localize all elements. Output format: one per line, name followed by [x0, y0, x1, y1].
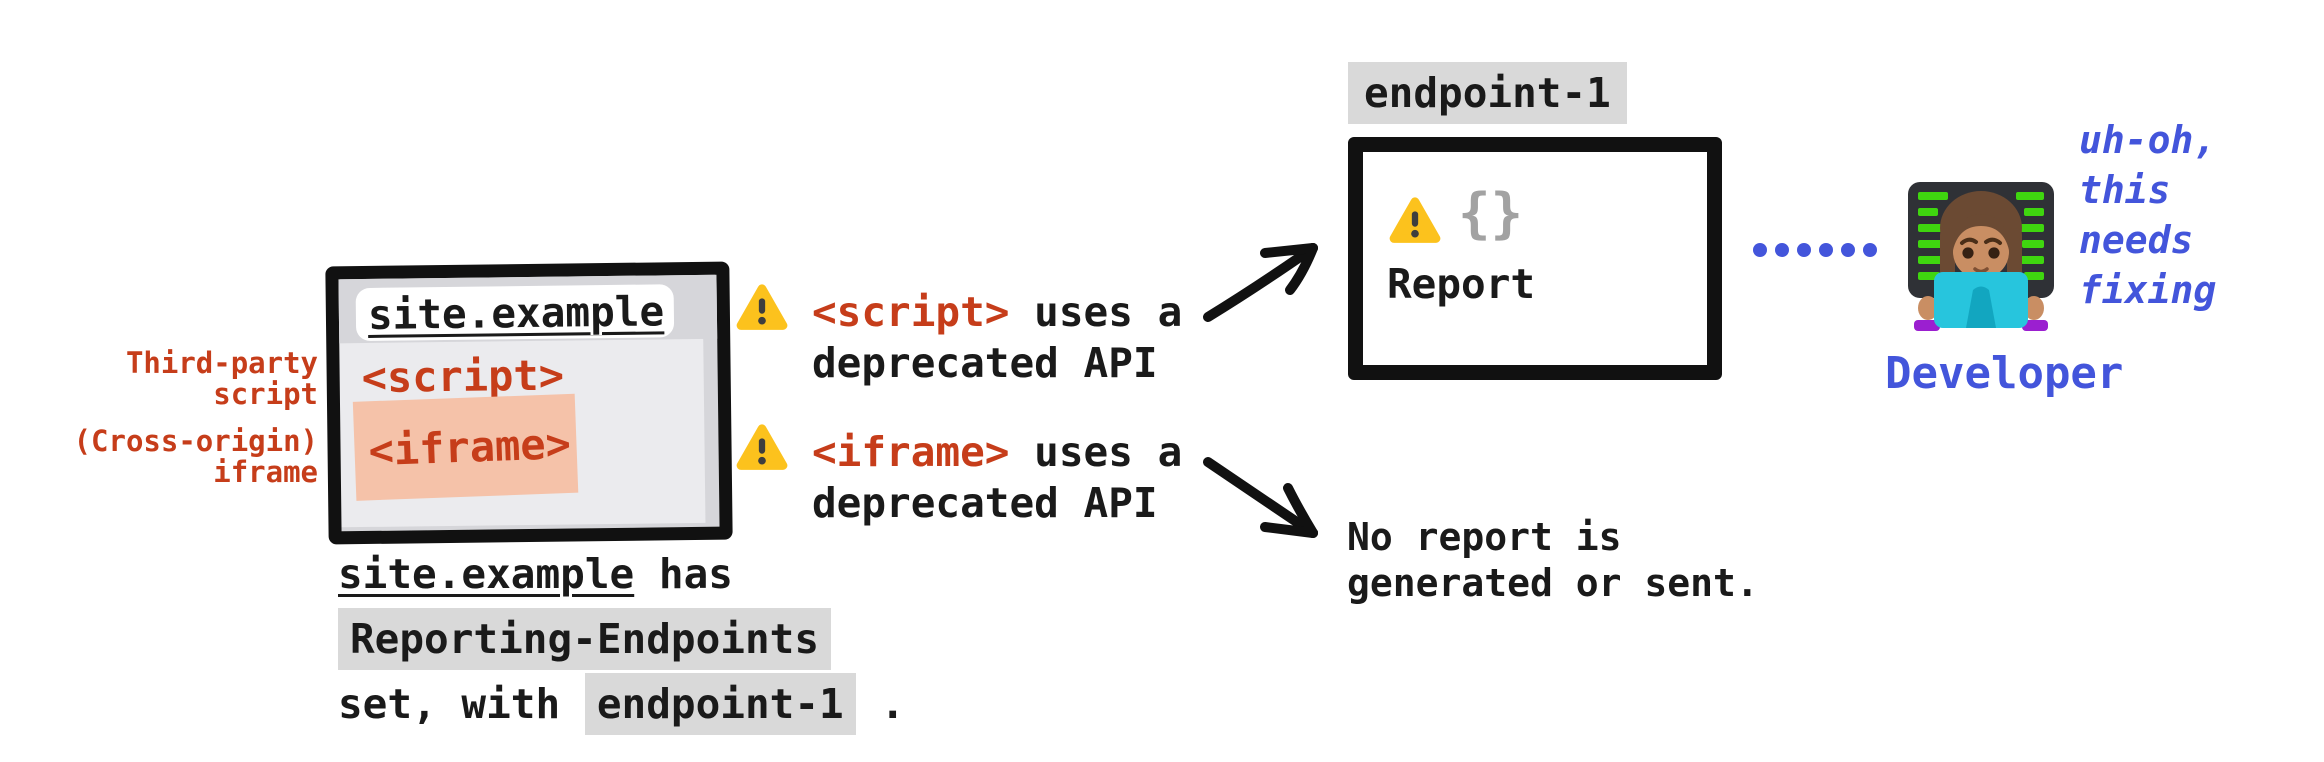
address-url: site.example	[367, 286, 665, 339]
caption-line-2: Reporting-Endpoints	[338, 607, 905, 672]
warning-icon	[736, 424, 788, 470]
report-label: Report	[1387, 260, 1536, 308]
cross-origin-iframe-label: (Cross-origin) iframe	[0, 426, 318, 488]
dot	[1863, 243, 1877, 257]
endpoint-label: endpoint-1	[1348, 62, 1627, 124]
arrow-to-no-report	[1203, 457, 1318, 538]
dot	[1841, 243, 1855, 257]
third-party-script-label: Third-party script	[0, 348, 318, 410]
caption-line-1: site.example has	[338, 550, 733, 598]
developer-label: Developer	[1885, 348, 2124, 399]
dotted-connector	[1753, 243, 1877, 257]
developer-thought: uh-oh, this needs fixing	[2079, 118, 2217, 312]
dot	[1775, 243, 1789, 257]
caption-line-3: set, with endpoint-1 .	[338, 672, 905, 737]
browser-header: site.example	[338, 274, 718, 344]
no-report-text: No report is generated or sent.	[1347, 515, 1759, 605]
dot	[1819, 243, 1833, 257]
browser-window: site.example <script> <iframe>	[325, 261, 733, 545]
script-deprecation-message: <script> uses a deprecated API	[734, 281, 1182, 389]
message-text: <script> uses a deprecated API	[812, 288, 1183, 387]
dot	[1753, 243, 1767, 257]
iframe-tag: <iframe>	[367, 418, 572, 476]
endpoint-1-highlight: endpoint-1	[584, 673, 856, 735]
arrow-to-endpoint	[1203, 243, 1318, 322]
side-label-line: script	[213, 377, 318, 411]
caption-site: site.example	[338, 550, 635, 598]
developer-emoji-icon	[1908, 182, 2054, 331]
reporting-endpoints-highlight: Reporting-Endpoints	[338, 608, 831, 670]
iframe-highlight-box: <iframe>	[352, 393, 579, 501]
dot	[1797, 243, 1811, 257]
endpoint-box: {} Report	[1348, 137, 1722, 380]
caption: site.example has Reporting-Endpoints set…	[338, 542, 905, 737]
address-bar: site.example	[355, 284, 675, 342]
report-json-icon: {}	[1458, 182, 1524, 245]
iframe-deprecation-message: <iframe> uses a deprecated API	[734, 421, 1182, 529]
side-label-line: Third-party	[125, 346, 318, 380]
warning-icon	[1389, 197, 1441, 243]
warning-icon	[736, 284, 788, 330]
side-label-line: iframe	[213, 455, 318, 489]
message-text: <iframe> uses a deprecated API	[812, 428, 1183, 527]
side-label-line: (Cross-origin)	[73, 424, 318, 458]
